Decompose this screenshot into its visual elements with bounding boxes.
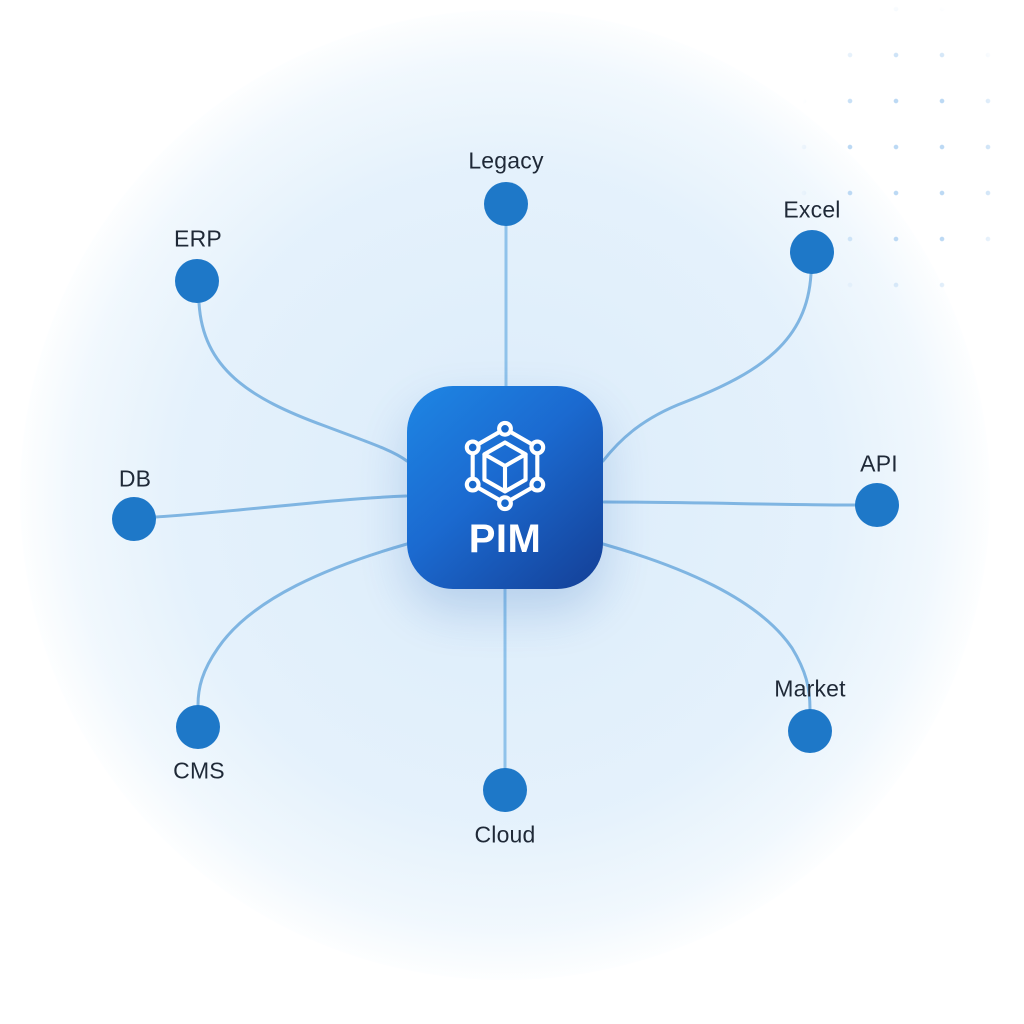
cube-network-icon <box>464 420 546 511</box>
connector-pim-market <box>601 542 812 711</box>
dot-grid-pattern <box>614 0 1024 580</box>
node-db <box>112 497 156 541</box>
node-label-cms: CMS <box>173 757 225 784</box>
node-market <box>788 709 832 753</box>
node-label-excel: Excel <box>783 196 841 223</box>
connector-excel-pim <box>601 272 813 463</box>
node-label-api: API <box>860 450 898 477</box>
pim-hub-label: PIM <box>468 516 542 561</box>
node-cms <box>176 705 220 749</box>
node-erp <box>175 259 219 303</box>
pim-hub: PIM <box>407 386 603 589</box>
connector-db-pim <box>154 494 408 519</box>
connector-pim-cms <box>196 542 409 707</box>
connector-pim-api <box>602 500 857 507</box>
node-api <box>855 483 899 527</box>
node-label-cloud: Cloud <box>474 821 536 848</box>
node-label-db: DB <box>118 465 152 492</box>
node-excel <box>790 230 834 274</box>
connector-erp-pim <box>197 301 409 463</box>
node-label-market: Market <box>774 675 846 702</box>
node-legacy <box>484 182 528 226</box>
node-label-erp: ERP <box>174 225 222 252</box>
node-label-legacy: Legacy <box>468 147 544 174</box>
node-cloud <box>483 768 527 812</box>
